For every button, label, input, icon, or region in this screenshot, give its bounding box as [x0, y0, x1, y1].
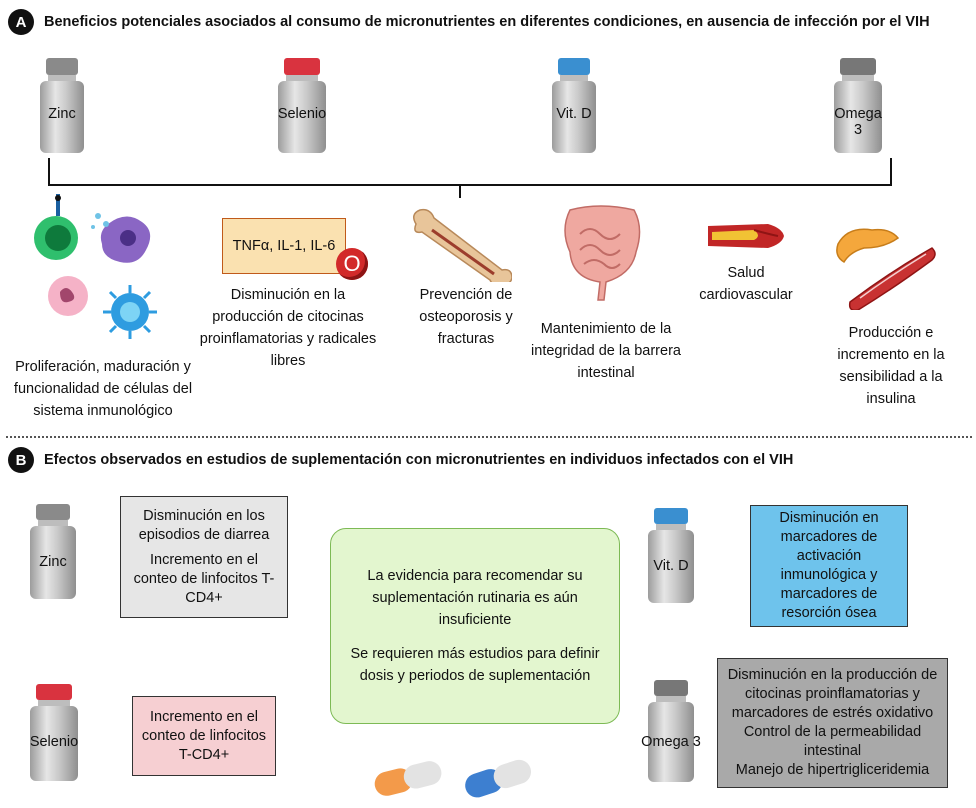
omega-bottle-b: Omega 3 — [641, 680, 701, 784]
omega-bottle: Omega 3 — [830, 58, 886, 154]
omega-label: Omega 3 — [834, 106, 882, 138]
omega-label-b: Omega 3 — [641, 734, 701, 750]
evidence-text-2: Se requieren más estudios para definir d… — [350, 646, 600, 684]
zinc-label-b: Zinc — [39, 554, 67, 570]
selenio-label: Selenio — [277, 106, 327, 122]
vitd-bottle-b: Vit. D — [646, 508, 696, 604]
omega-effects-box: Disminución en la producción de citocina… — [717, 658, 948, 788]
omega-effect-2: Control de la permeabilidad intestinal — [743, 724, 922, 759]
selenio-effect: Incremento en el conteo de linfocitos T-… — [141, 708, 267, 763]
free-radical-icon: O — [336, 248, 368, 280]
selenio-effects-box: Incremento en el conteo de linfocitos T-… — [132, 696, 276, 776]
selenio-bottle-b: Selenio — [28, 684, 80, 782]
selenio-bottle: Selenio — [276, 58, 328, 154]
zinc-bottle-b: Zinc — [28, 504, 78, 600]
cardio-benefit-text: Salud cardiovascular — [699, 265, 793, 303]
zinc-bottle: Zinc — [38, 58, 86, 154]
zinc-effect-2: Incremento en el conteo de linfocitos T-… — [133, 551, 275, 606]
intestine-benefit-text: Mantenimiento de la integridad de la bar… — [531, 321, 681, 381]
immune-cells-icon — [34, 194, 157, 339]
vitd-effect: Disminución en marcadores de activación … — [779, 510, 879, 621]
evidence-text-1: La evidencia para recomendar su suplemen… — [367, 568, 583, 628]
bracket-connector — [48, 158, 892, 198]
insulin-benefit-text: Producción e incremento en la sensibilid… — [837, 325, 945, 407]
cytokine-box-text: TNFα, IL-1, IL-6 — [232, 237, 336, 254]
pancreas-muscle-icon — [836, 228, 936, 310]
bone-benefit-text: Prevención de osteoporosis y fracturas — [419, 287, 513, 347]
vitd-bottle: Vit. D — [550, 58, 598, 154]
zinc-effect-1: Disminución en los episodios de diarrea — [138, 507, 270, 543]
immune-benefit-text: Proliferación, maduración y funcionalida… — [13, 359, 193, 419]
vitd-label-b: Vit. D — [653, 558, 689, 574]
evidence-summary-box: La evidencia para recomendar su suplemen… — [330, 528, 620, 724]
cytokine-benefit-text: Disminución en la producción de citocina… — [199, 287, 377, 369]
zinc-label: Zinc — [48, 106, 76, 122]
vitd-effects-box: Disminución en marcadores de activación … — [750, 505, 908, 627]
omega-effect-3: Manejo de hipertrigliceridemia — [735, 762, 930, 778]
selenio-label-b: Selenio — [29, 734, 79, 750]
artery-icon — [708, 224, 784, 248]
section-b-title: Efectos observados en estudios de suplem… — [44, 452, 794, 468]
intestine-icon — [564, 205, 641, 301]
capsules-icon — [374, 759, 532, 798]
section-a-badge: A — [8, 9, 34, 35]
section-divider — [6, 436, 972, 438]
bone-icon — [413, 208, 512, 282]
omega-effect-1: Disminución en la producción de citocina… — [727, 667, 938, 721]
vitd-label: Vit. D — [556, 106, 592, 122]
zinc-effects-box: Disminución en los episodios de diarrea … — [120, 496, 288, 618]
section-b-badge: B — [8, 447, 34, 473]
cytokine-box: TNFα, IL-1, IL-6 — [222, 218, 346, 274]
section-a-title: Beneficios potenciales asociados al cons… — [44, 14, 930, 30]
